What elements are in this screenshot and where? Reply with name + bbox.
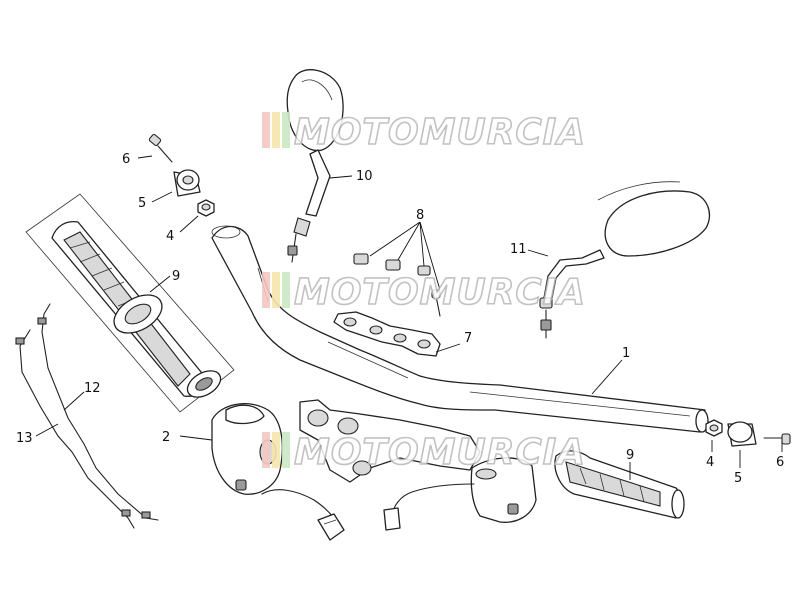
callout-2: 2 xyxy=(162,430,170,445)
handlebar xyxy=(211,225,709,433)
watermark-stripe xyxy=(282,432,290,468)
callout-8: 8 xyxy=(416,208,424,223)
watermark-stripe xyxy=(272,112,280,148)
callout-9-right: 9 xyxy=(626,448,634,463)
throttle-cable-13 xyxy=(15,329,135,529)
watermark-stripe xyxy=(282,272,290,308)
left-mirror xyxy=(286,69,344,263)
watermark-text-middle: MOTOMURCIA xyxy=(294,272,586,313)
callout-11: 11 xyxy=(510,242,527,257)
callout-6-left: 6 xyxy=(122,152,130,167)
callout-9-left: 9 xyxy=(172,269,180,284)
callout-1: 1 xyxy=(622,346,630,361)
watermark-stripe xyxy=(262,112,270,148)
callout-12: 12 xyxy=(84,381,101,396)
riser-clamp xyxy=(333,311,441,357)
left-grip xyxy=(25,193,235,413)
clamp-bolts xyxy=(353,253,441,317)
throttle-cable-12 xyxy=(37,303,159,521)
callout-6-right: 6 xyxy=(776,455,784,470)
spacer-right xyxy=(705,419,723,437)
end-weight-right xyxy=(727,421,757,447)
callout-4-left: 4 xyxy=(166,229,174,244)
watermark-top: MOTOMURCIA xyxy=(262,111,586,154)
end-weight-left xyxy=(173,169,201,197)
watermark-stripe xyxy=(272,272,280,308)
leader-lines xyxy=(35,155,783,480)
upper-triple-clamp xyxy=(299,399,481,483)
watermark-stripe xyxy=(272,432,280,468)
watermark-middle: MOTOMURCIA xyxy=(262,271,586,314)
callout-4-right: 4 xyxy=(706,455,714,470)
callout-13: 13 xyxy=(16,431,33,446)
callout-7: 7 xyxy=(464,331,472,346)
watermark-stripe xyxy=(262,432,270,468)
watermark-bottom: MOTOMURCIA xyxy=(262,431,586,474)
callout-5-left: 5 xyxy=(138,196,146,211)
screw-left xyxy=(148,133,173,163)
callout-labels: 6 5 4 9 10 8 11 7 1 2 12 13 9 4 5 6 xyxy=(16,152,784,486)
watermark-stripe xyxy=(282,112,290,148)
right-switch-unit xyxy=(383,457,537,531)
callout-5-right: 5 xyxy=(734,471,742,486)
callout-10: 10 xyxy=(356,169,373,184)
watermark-stripe xyxy=(262,272,270,308)
right-mirror xyxy=(539,181,711,339)
spacer-left xyxy=(197,199,215,217)
screw-right xyxy=(763,433,791,445)
watermark-text-bottom: MOTOMURCIA xyxy=(294,432,586,473)
right-grip xyxy=(554,450,685,519)
watermark-text-top: MOTOMURCIA xyxy=(294,112,586,153)
